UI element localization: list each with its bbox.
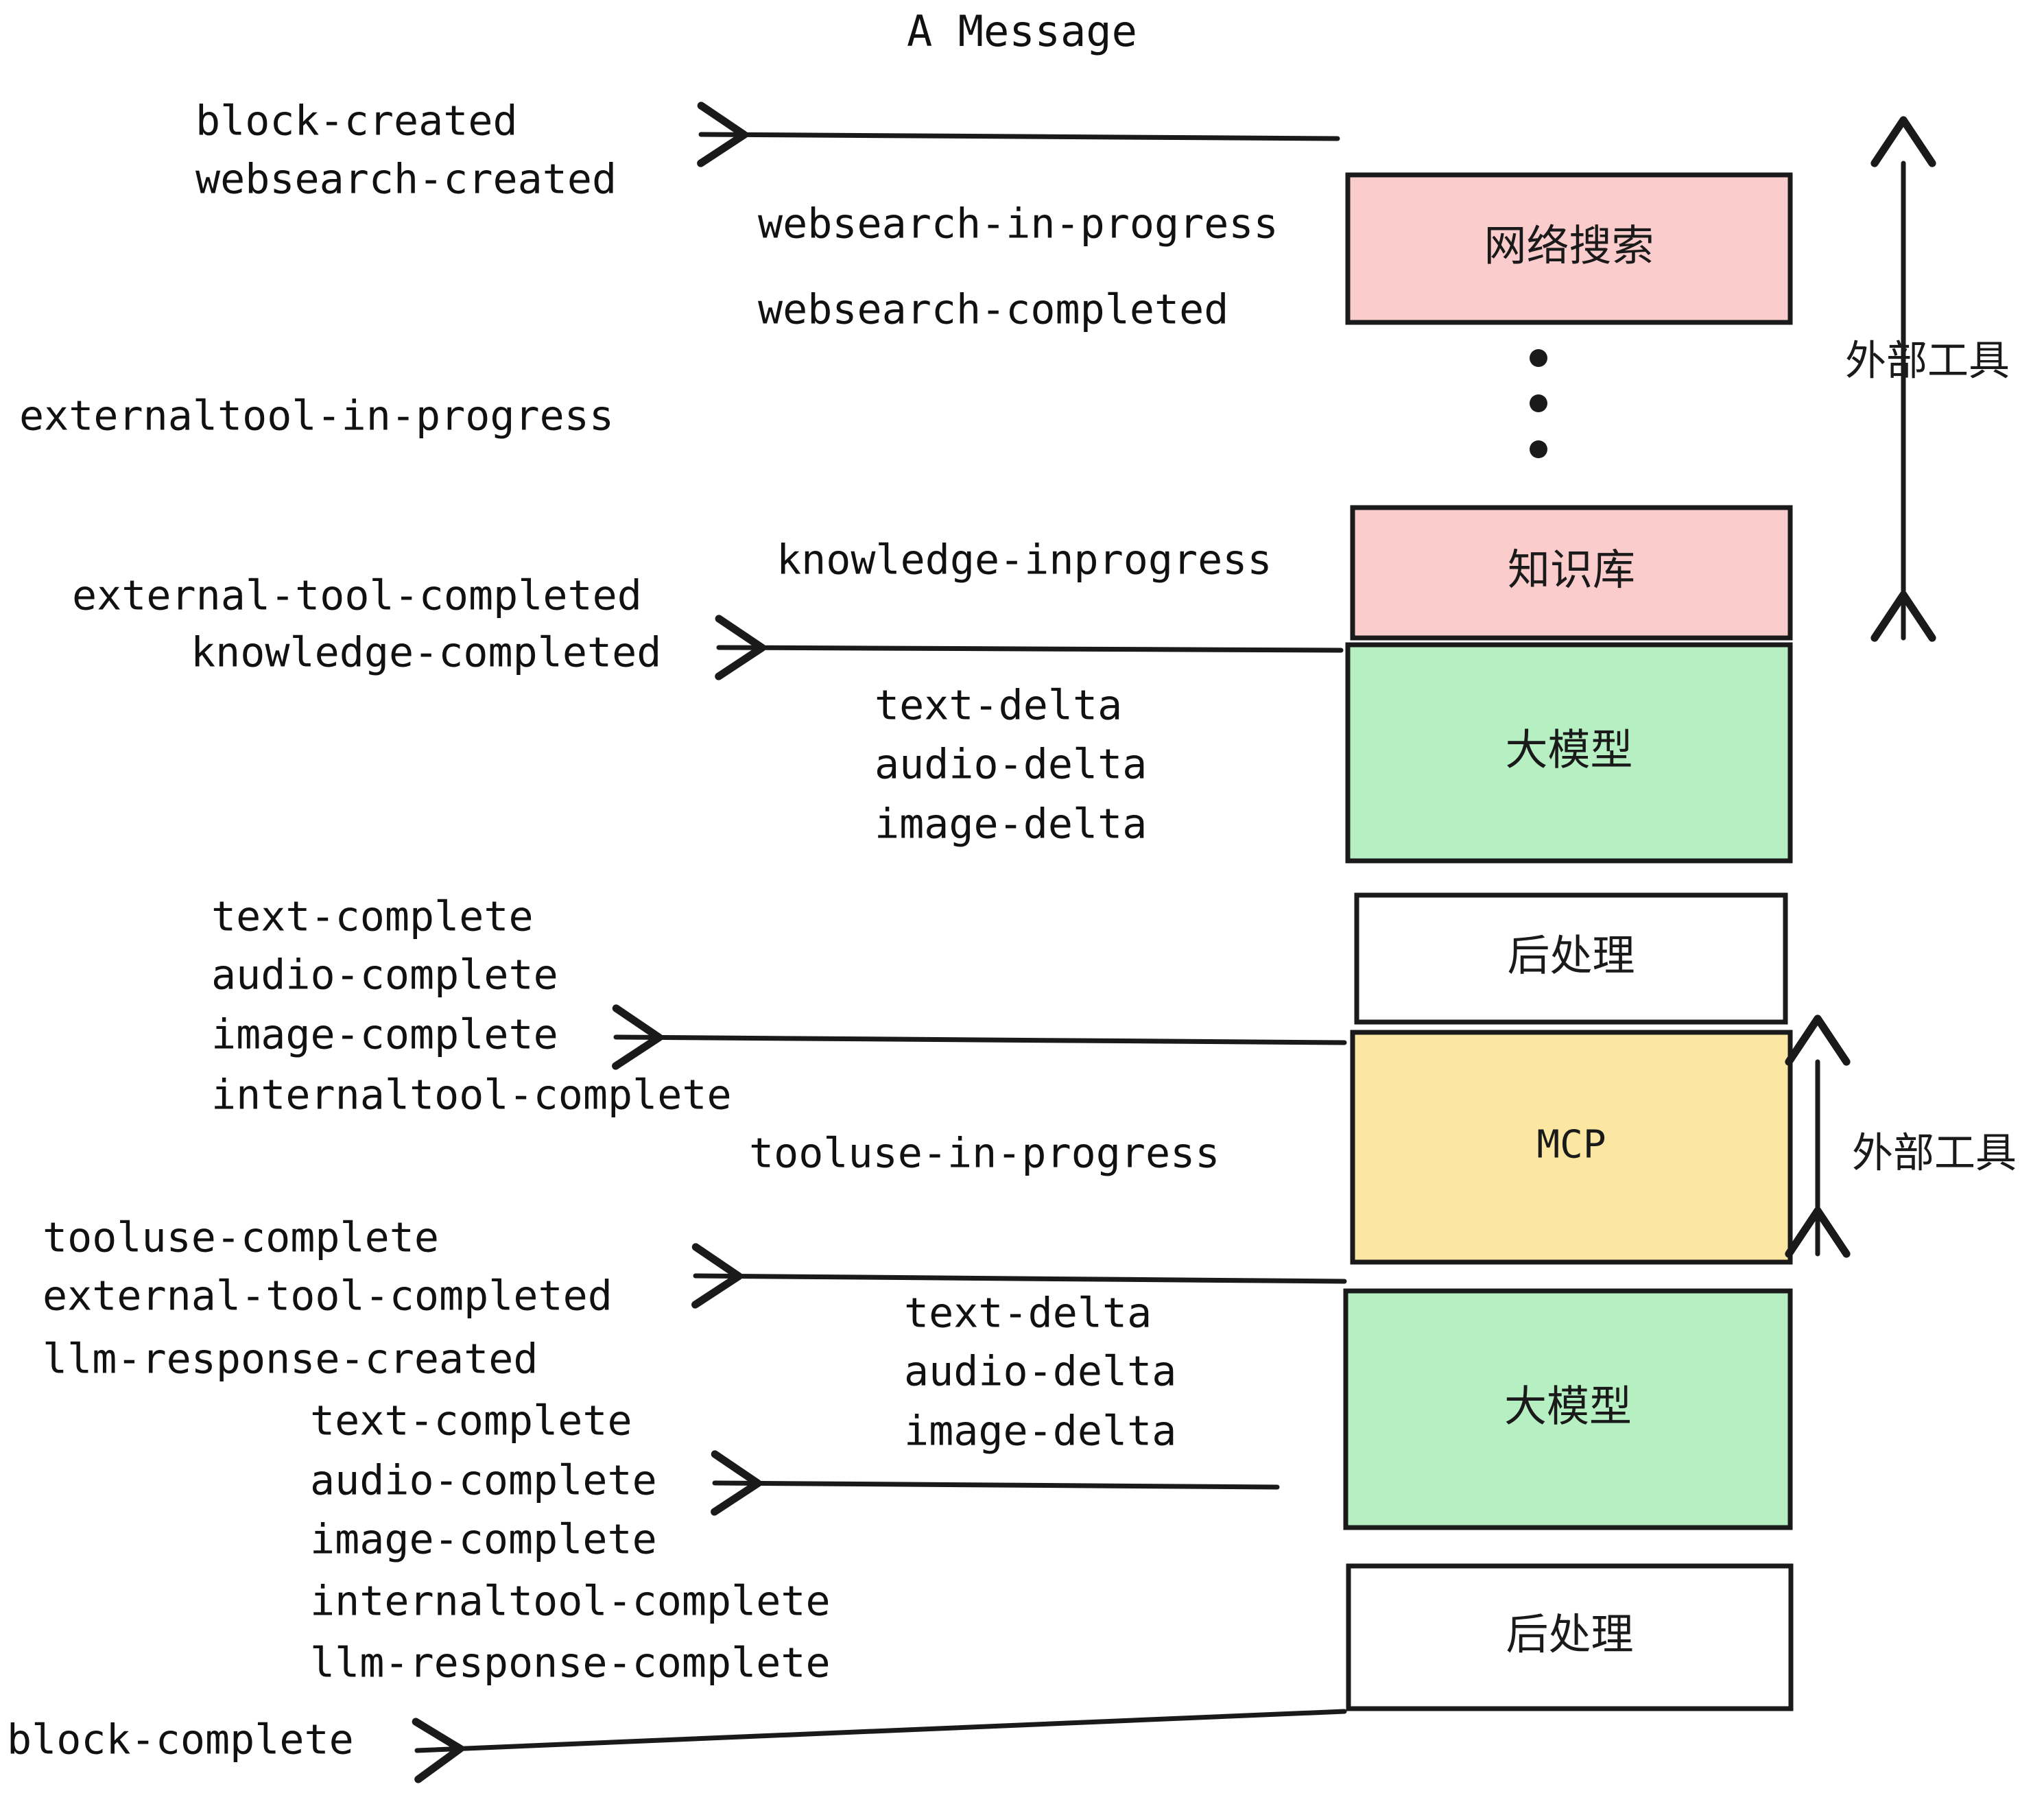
event-label-block-complete: block-complete <box>7 1716 354 1764</box>
box-label-postprocess-bottom: 后处理 <box>1506 1609 1633 1659</box>
event-label-block-created: block-created <box>195 97 518 145</box>
arrow-audio-complete <box>711 1450 1280 1516</box>
event-label-audio-complete-1: audio-complete <box>211 951 558 999</box>
event-label-tooluse-complete: tooluse-complete <box>43 1214 439 1262</box>
box-label-llm-top: 大模型 <box>1505 725 1632 775</box>
event-labels: block-created websearch-created websearch-… <box>7 97 1279 1764</box>
component-box-llm-bottom[interactable]: 大模型 <box>1343 1288 1793 1530</box>
event-label-image-delta-2: image-delta <box>904 1408 1176 1456</box>
event-label-llm-response-created: llm-response-created <box>43 1336 538 1384</box>
event-label-llm-response-complete: llm-response-complete <box>310 1639 831 1687</box>
box-rect-llm-bottom <box>1343 1288 1793 1530</box>
box-rect-llm-top <box>1345 642 1793 864</box>
box-rect-mcp <box>1350 1030 1793 1265</box>
arrow-knowledge-completed <box>715 615 1344 680</box>
box-label-knowledge: 知识库 <box>1508 545 1635 595</box>
event-label-internaltool-complete-2: internaltool-complete <box>310 1578 831 1626</box>
side-label-external-tools-bottom: 外部工具 <box>1852 1130 2017 1178</box>
ellipsis-dot-1 <box>1530 349 1547 367</box>
box-rect-postprocess-bottom <box>1346 1563 1794 1711</box>
event-label-audio-complete-2: audio-complete <box>310 1457 657 1505</box>
box-label-mcp: MCP <box>1536 1123 1606 1167</box>
arrow-tooluse-complete <box>691 1243 1347 1309</box>
arrow-image-complete <box>612 1004 1347 1070</box>
event-label-image-complete-1: image-complete <box>211 1011 558 1059</box>
event-label-knowledge-inprogress: knowledge-inprogress <box>776 536 1272 584</box>
event-label-tooluse-in-progress: tooluse-in-progress <box>749 1130 1220 1178</box>
event-label-knowledge-completed: knowledge-completed <box>191 629 661 677</box>
box-label-postprocess-top: 后处理 <box>1507 931 1635 981</box>
event-label-audio-delta-1: audio-delta <box>875 741 1147 789</box>
event-label-external-tool-completed-2: external-tool-completed <box>43 1272 613 1320</box>
page-title: A Message <box>907 6 1137 56</box>
event-label-websearch-created: websearch-created <box>195 156 617 204</box>
ellipsis-dot-2 <box>1530 394 1547 412</box>
event-label-text-delta-2: text-delta <box>904 1290 1152 1338</box>
component-box-websearch[interactable]: 网络搜索 <box>1345 172 1793 325</box>
event-arrows <box>412 102 1347 1783</box>
event-label-internaltool-complete-1: internaltool-complete <box>211 1071 732 1119</box>
external-tool-span-arrows <box>1785 116 1936 1258</box>
ellipsis-dot-3 <box>1530 440 1547 458</box>
box-label-websearch: 网络搜索 <box>1484 221 1654 271</box>
arrow-block-complete <box>412 1709 1347 1783</box>
arrow-block-created <box>697 102 1340 167</box>
event-label-image-complete-2: image-complete <box>310 1516 657 1564</box>
event-label-text-delta-1: text-delta <box>875 682 1122 730</box>
ellipsis-dots <box>1530 349 1547 458</box>
event-label-image-delta-1: image-delta <box>875 800 1147 848</box>
box-rect-postprocess-top <box>1354 892 1788 1025</box>
event-label-audio-delta-2: audio-delta <box>904 1348 1176 1396</box>
component-box-knowledge[interactable]: 知识库 <box>1350 505 1793 641</box>
side-label-external-tools-top: 外部工具 <box>1845 337 2010 385</box>
component-box-llm-top[interactable]: 大模型 <box>1345 642 1793 864</box>
component-box-postprocess-bottom[interactable]: 后处理 <box>1346 1563 1794 1711</box>
component-box-postprocess-top[interactable]: 后处理 <box>1354 892 1788 1025</box>
box-label-llm-bottom: 大模型 <box>1504 1381 1632 1432</box>
event-label-websearch-completed: websearch-completed <box>758 286 1228 334</box>
component-box-mcp[interactable]: MCP <box>1350 1030 1793 1265</box>
event-label-text-complete-1: text-complete <box>211 893 534 941</box>
event-label-externaltool-in-progress: externaltool-in-progress <box>19 392 614 440</box>
event-label-websearch-in-progress: websearch-in-progress <box>758 200 1279 248</box>
box-rect-knowledge <box>1350 505 1793 641</box>
box-rect-websearch <box>1345 172 1793 325</box>
event-label-text-complete-2: text-complete <box>310 1397 632 1445</box>
event-label-external-tool-completed-1: external-tool-completed <box>72 572 642 620</box>
